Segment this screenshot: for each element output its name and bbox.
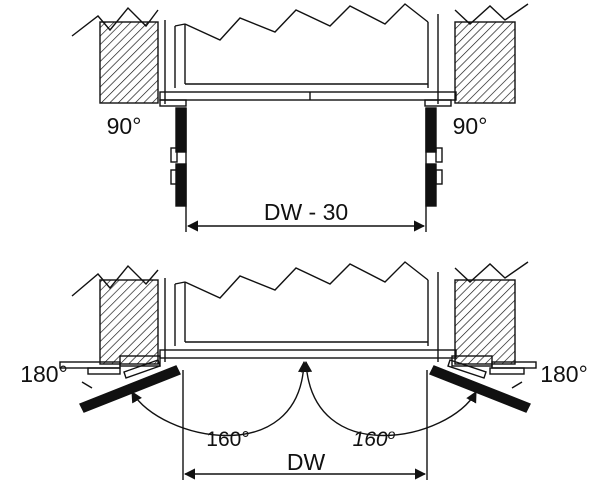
- left-door-180: [59, 355, 181, 413]
- bottom-view: [59, 261, 537, 480]
- right-wall-bottom: [454, 261, 529, 365]
- right-door-90: [424, 99, 452, 232]
- front-rail-bottom: [159, 349, 457, 359]
- cabinet-body-bottom: [164, 261, 439, 362]
- swing-arc-right: [300, 360, 477, 437]
- left-wall-bottom: [71, 264, 159, 365]
- swing-arc-left: [131, 360, 310, 437]
- top-dimension-label: DW - 30: [264, 199, 348, 225]
- left-door-90: [159, 99, 187, 232]
- top-right-angle-label: 90°: [453, 113, 488, 139]
- bottom-dimension-label: DW: [287, 449, 326, 475]
- bottom-left-angle-label: 180°: [20, 361, 68, 387]
- front-rail: [159, 91, 457, 101]
- top-left-angle-label: 90°: [107, 113, 142, 139]
- cabinet-body: [164, 3, 439, 104]
- top-view: [71, 3, 529, 232]
- swing-left-label: 160°: [206, 428, 249, 451]
- bottom-right-angle-label: 180°: [540, 361, 588, 387]
- right-wall: [454, 3, 529, 104]
- swing-right-label: 160o: [353, 426, 396, 451]
- left-wall: [71, 6, 159, 104]
